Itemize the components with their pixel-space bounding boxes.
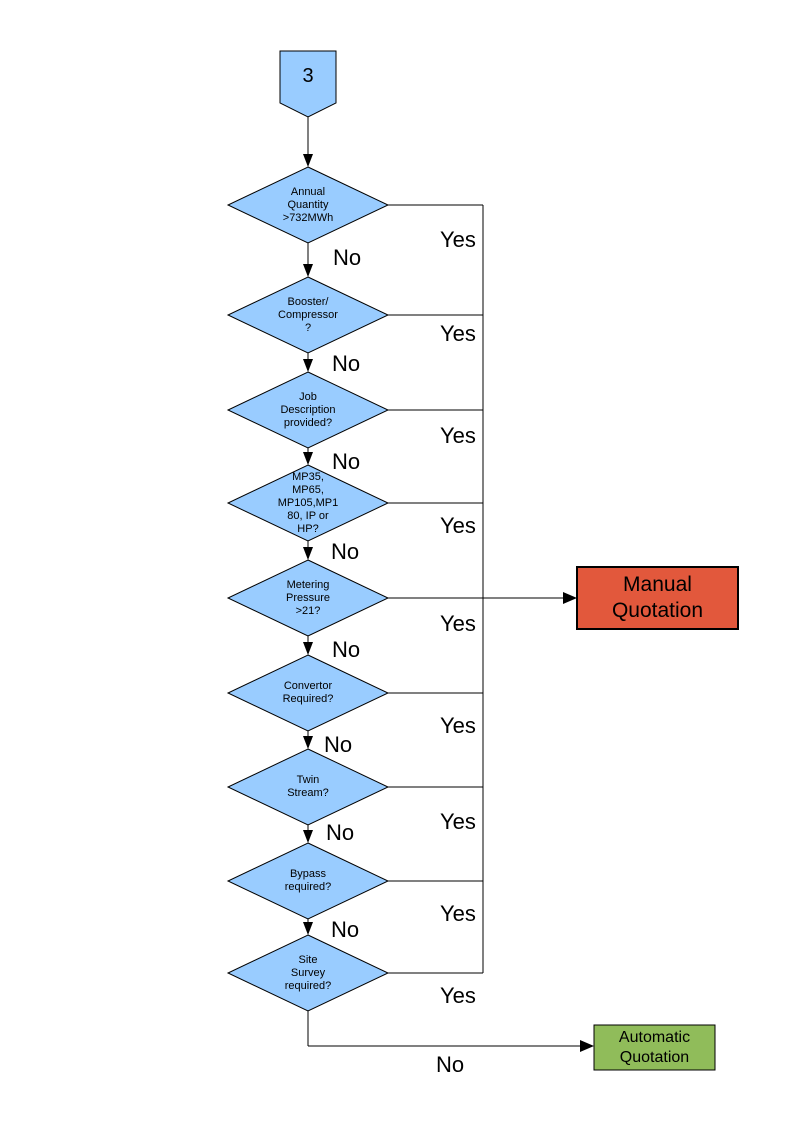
decision-bypass-required	[226, 842, 390, 920]
yes-label-6: Yes	[440, 713, 476, 738]
no-label-8: No	[331, 917, 360, 942]
flow-arrowhead-4	[303, 547, 313, 560]
no-label-2: No	[332, 351, 361, 376]
yes-label-1: Yes	[440, 227, 476, 252]
no-label-1: No	[333, 245, 362, 270]
no-label-9: No	[436, 1052, 465, 1077]
flow-arrowhead-7	[303, 830, 313, 843]
yes-label-2: Yes	[440, 321, 476, 346]
offpage-connector-label: 3	[302, 64, 314, 87]
yes-label-4: Yes	[440, 513, 476, 538]
decision-label-twin-stream: Twin Stream?	[287, 774, 329, 799]
yes-label-8: Yes	[440, 901, 476, 926]
decision-label-bypass-required: Bypass required?	[284, 868, 332, 893]
yes-label-9: Yes	[440, 983, 476, 1008]
decision-label-booster-compressor: Booster/ Compressor ?	[278, 295, 338, 334]
decision-site-survey	[226, 934, 390, 1012]
decision-convertor-required	[226, 654, 390, 732]
decision-metering-pressure	[226, 559, 390, 637]
decision-annual-quantity	[226, 166, 390, 244]
decision-label-meter-model: MP35, MP65, MP105,MP1 80, IP or HP?	[277, 470, 339, 535]
yes-label-7: Yes	[440, 809, 476, 834]
decision-twin-stream	[226, 748, 390, 826]
flow-arrowhead-2	[303, 359, 313, 372]
manual-quotation-label: Manual Quotation	[611, 573, 704, 622]
offpage-connector-shape	[279, 50, 337, 118]
flow-arrowhead-8	[303, 922, 313, 935]
decision-label-site-survey: Site Survey required?	[284, 953, 332, 992]
no-label-3: No	[332, 449, 361, 474]
decision-label-job-description: Job Description provided?	[280, 390, 336, 429]
yes-label-5: Yes	[440, 611, 476, 636]
manual-quotation-box	[576, 566, 739, 630]
decision-job-description	[226, 371, 390, 449]
decision-label-metering-pressure: Metering Pressure >21?	[285, 578, 331, 617]
flow-arrowhead-6	[303, 736, 313, 749]
yes-label-3: Yes	[440, 423, 476, 448]
auto-quotation-arrowhead	[580, 1040, 594, 1052]
flow-arrowhead-5	[303, 642, 313, 655]
decision-booster-compressor	[226, 276, 390, 354]
no-label-6: No	[324, 732, 353, 757]
automatic-quotation-box	[593, 1024, 716, 1071]
flow-arrowhead-1	[303, 264, 313, 277]
automatic-quotation-label: Automatic Quotation	[618, 1028, 691, 1066]
flow-arrowhead-3	[303, 452, 313, 465]
flow-arrowhead-0	[303, 154, 313, 167]
no-label-5: No	[332, 637, 361, 662]
decision-label-convertor-required: Convertor Required?	[282, 680, 334, 705]
decision-label-annual-quantity: Annual Quantity >732MWh	[282, 185, 334, 224]
decision-meter-model	[226, 464, 390, 542]
no-label-7: No	[326, 820, 355, 845]
no-label-4: No	[331, 539, 360, 564]
manual-quotation-arrowhead	[563, 592, 577, 604]
